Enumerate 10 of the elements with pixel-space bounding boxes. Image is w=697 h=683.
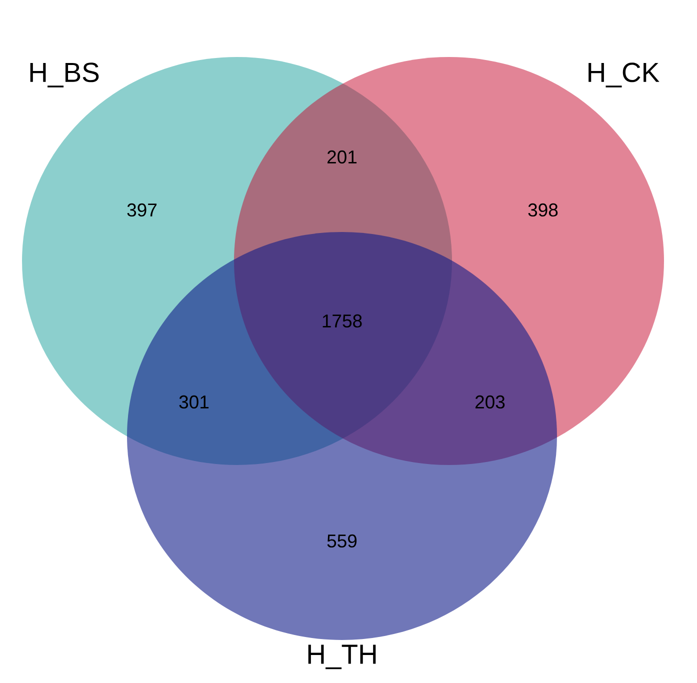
set-label: H_TH: [308, 644, 376, 670]
set-label: H_CK: [588, 62, 660, 88]
region-count: 201: [328, 150, 357, 164]
region-count: 398: [528, 203, 558, 217]
region-count: 559: [327, 534, 357, 548]
region-count: 397: [127, 203, 156, 217]
region-count: 301: [179, 395, 209, 409]
region-count: 1758: [322, 314, 362, 328]
region-count: 203: [476, 395, 505, 409]
set-label: H_BS: [30, 62, 99, 88]
